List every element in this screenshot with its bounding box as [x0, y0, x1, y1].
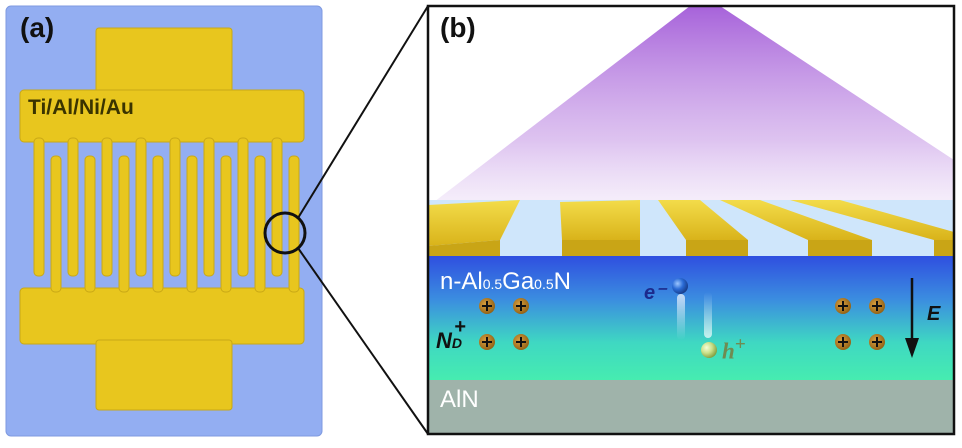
- zoom-circle-icon: [263, 211, 307, 255]
- donor-sub: D: [451, 335, 463, 351]
- panel-b-frame: [426, 4, 956, 436]
- donor-ion-icon: [513, 298, 529, 314]
- electron-trail: [677, 294, 685, 340]
- bottom-busbar: [19, 287, 305, 345]
- donor-ion-icon: [513, 334, 529, 350]
- donor-sup: +: [454, 316, 466, 338]
- panel-a: [5, 5, 323, 437]
- bottom-fingers: [50, 155, 300, 293]
- donor-ion-icon: [835, 334, 851, 350]
- field-label: E: [927, 303, 941, 325]
- field-arrow-icon: [905, 278, 919, 358]
- hole-trail: [704, 292, 712, 338]
- metal-fingers: [428, 200, 954, 256]
- metal-stack-label: Ti/Al/Ni/Au: [28, 96, 134, 119]
- algan-mid: Ga: [502, 268, 535, 295]
- panel-b-label: (b): [440, 12, 476, 43]
- hole-sup: +: [734, 334, 746, 355]
- algan-layer: [428, 256, 954, 380]
- top-contact-pad: [95, 27, 233, 99]
- donor-ion-icon: [835, 298, 851, 314]
- hole-label: h+: [722, 334, 746, 365]
- aln-layer-label: AlN: [440, 386, 479, 413]
- panel-b: [428, 6, 954, 434]
- donor-ion-icon: [869, 298, 885, 314]
- hole-base: h: [722, 338, 735, 364]
- light-cone: [430, 6, 954, 230]
- hole-icon: [701, 342, 717, 358]
- top-busbar: [19, 89, 305, 143]
- bottom-contact-pad: [95, 339, 233, 411]
- donor-ions: [479, 298, 885, 350]
- top-fingers: [33, 137, 283, 277]
- algan-sub-al: 0.5: [482, 276, 503, 292]
- algan-suffix: N: [553, 268, 571, 295]
- donor-label: ND+: [436, 316, 466, 354]
- donor-ion-icon: [869, 334, 885, 350]
- aln-layer: [428, 380, 954, 434]
- zoom-line-top: [297, 5, 429, 219]
- zoom-line-bottom: [297, 247, 429, 435]
- donor-ion-icon: [479, 298, 495, 314]
- donor-base: N: [436, 328, 452, 353]
- panel-a-label: (a): [20, 12, 55, 43]
- algan-prefix: n-Al: [440, 268, 483, 295]
- algan-layer-label: n-Al0.5Ga0.5N: [440, 268, 571, 296]
- algan-sub-ga: 0.5: [534, 276, 554, 292]
- donor-ion-icon: [479, 334, 495, 350]
- electron-label: e⁻: [644, 282, 666, 304]
- electron-icon: [672, 278, 688, 294]
